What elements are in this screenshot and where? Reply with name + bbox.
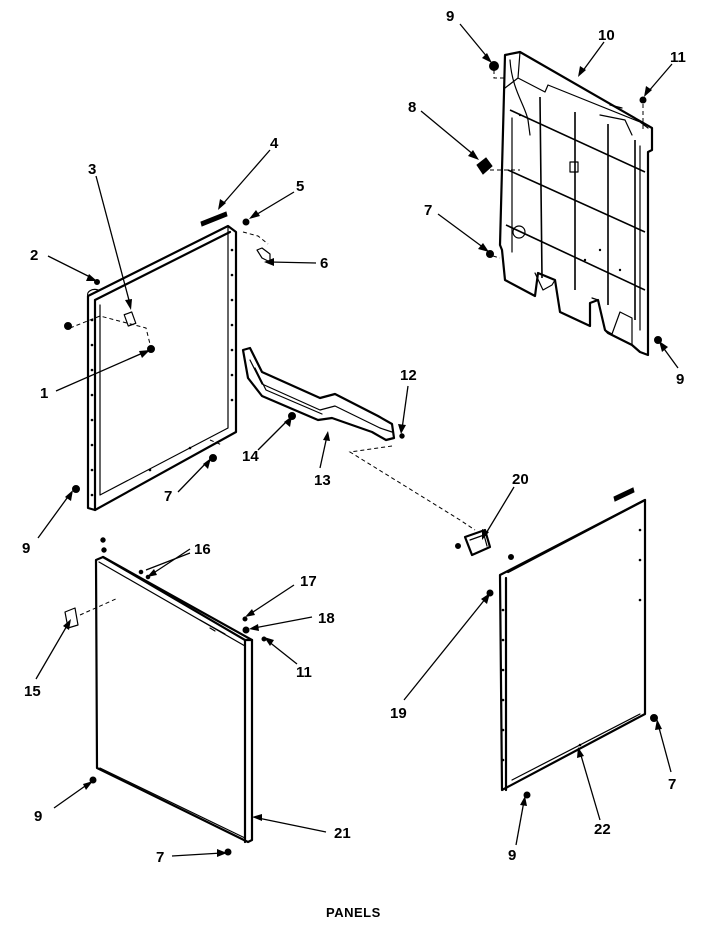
rear-panel-hardware bbox=[476, 61, 662, 344]
callout-label: 21 bbox=[334, 825, 351, 842]
callout-label: 9 bbox=[446, 8, 454, 25]
callout-label: 13 bbox=[314, 472, 331, 489]
right-side-panel bbox=[486, 487, 658, 799]
callout-label: 6 bbox=[320, 255, 328, 272]
callout-label: 4 bbox=[270, 135, 279, 152]
callout-label: 10 bbox=[598, 27, 615, 44]
leader-lines bbox=[35, 23, 679, 857]
callout-label: 7 bbox=[424, 202, 432, 219]
callout-label: 14 bbox=[242, 448, 259, 465]
diagram-caption: PANELS bbox=[326, 905, 381, 920]
callout-label: 16 bbox=[194, 541, 211, 558]
callout-label: 3 bbox=[88, 161, 96, 178]
callout-label: 22 bbox=[594, 821, 611, 838]
callout-label: 15 bbox=[24, 683, 41, 700]
callout-label: 8 bbox=[408, 99, 416, 116]
callout-label: 18 bbox=[318, 610, 335, 627]
callout-label: 9 bbox=[22, 540, 30, 557]
callout-label: 20 bbox=[512, 471, 529, 488]
callout-label: 11 bbox=[670, 49, 686, 66]
callout-label: 9 bbox=[508, 847, 516, 864]
front-panel bbox=[64, 537, 267, 856]
callout-label: 5 bbox=[296, 178, 304, 195]
callout-label: 11 bbox=[296, 664, 312, 681]
callout-label: 12 bbox=[400, 367, 417, 384]
cross-brace bbox=[241, 346, 476, 531]
callout-label: 1 bbox=[40, 385, 48, 402]
callout-label: 2 bbox=[30, 247, 38, 264]
callout-label: 9 bbox=[676, 371, 684, 388]
callout-label: 9 bbox=[34, 808, 42, 825]
callout-label: 17 bbox=[300, 573, 317, 590]
rear-panel bbox=[498, 50, 654, 357]
callout-labels: 9 10 11 8 7 9 4 3 5 2 6 1 12 14 13 7 9 2… bbox=[22, 8, 686, 866]
callout-label: 19 bbox=[390, 705, 407, 722]
callout-label: 7 bbox=[668, 776, 676, 793]
left-side-frame bbox=[69, 224, 238, 512]
callout-label: 7 bbox=[164, 488, 172, 505]
callout-label: 7 bbox=[156, 849, 164, 866]
